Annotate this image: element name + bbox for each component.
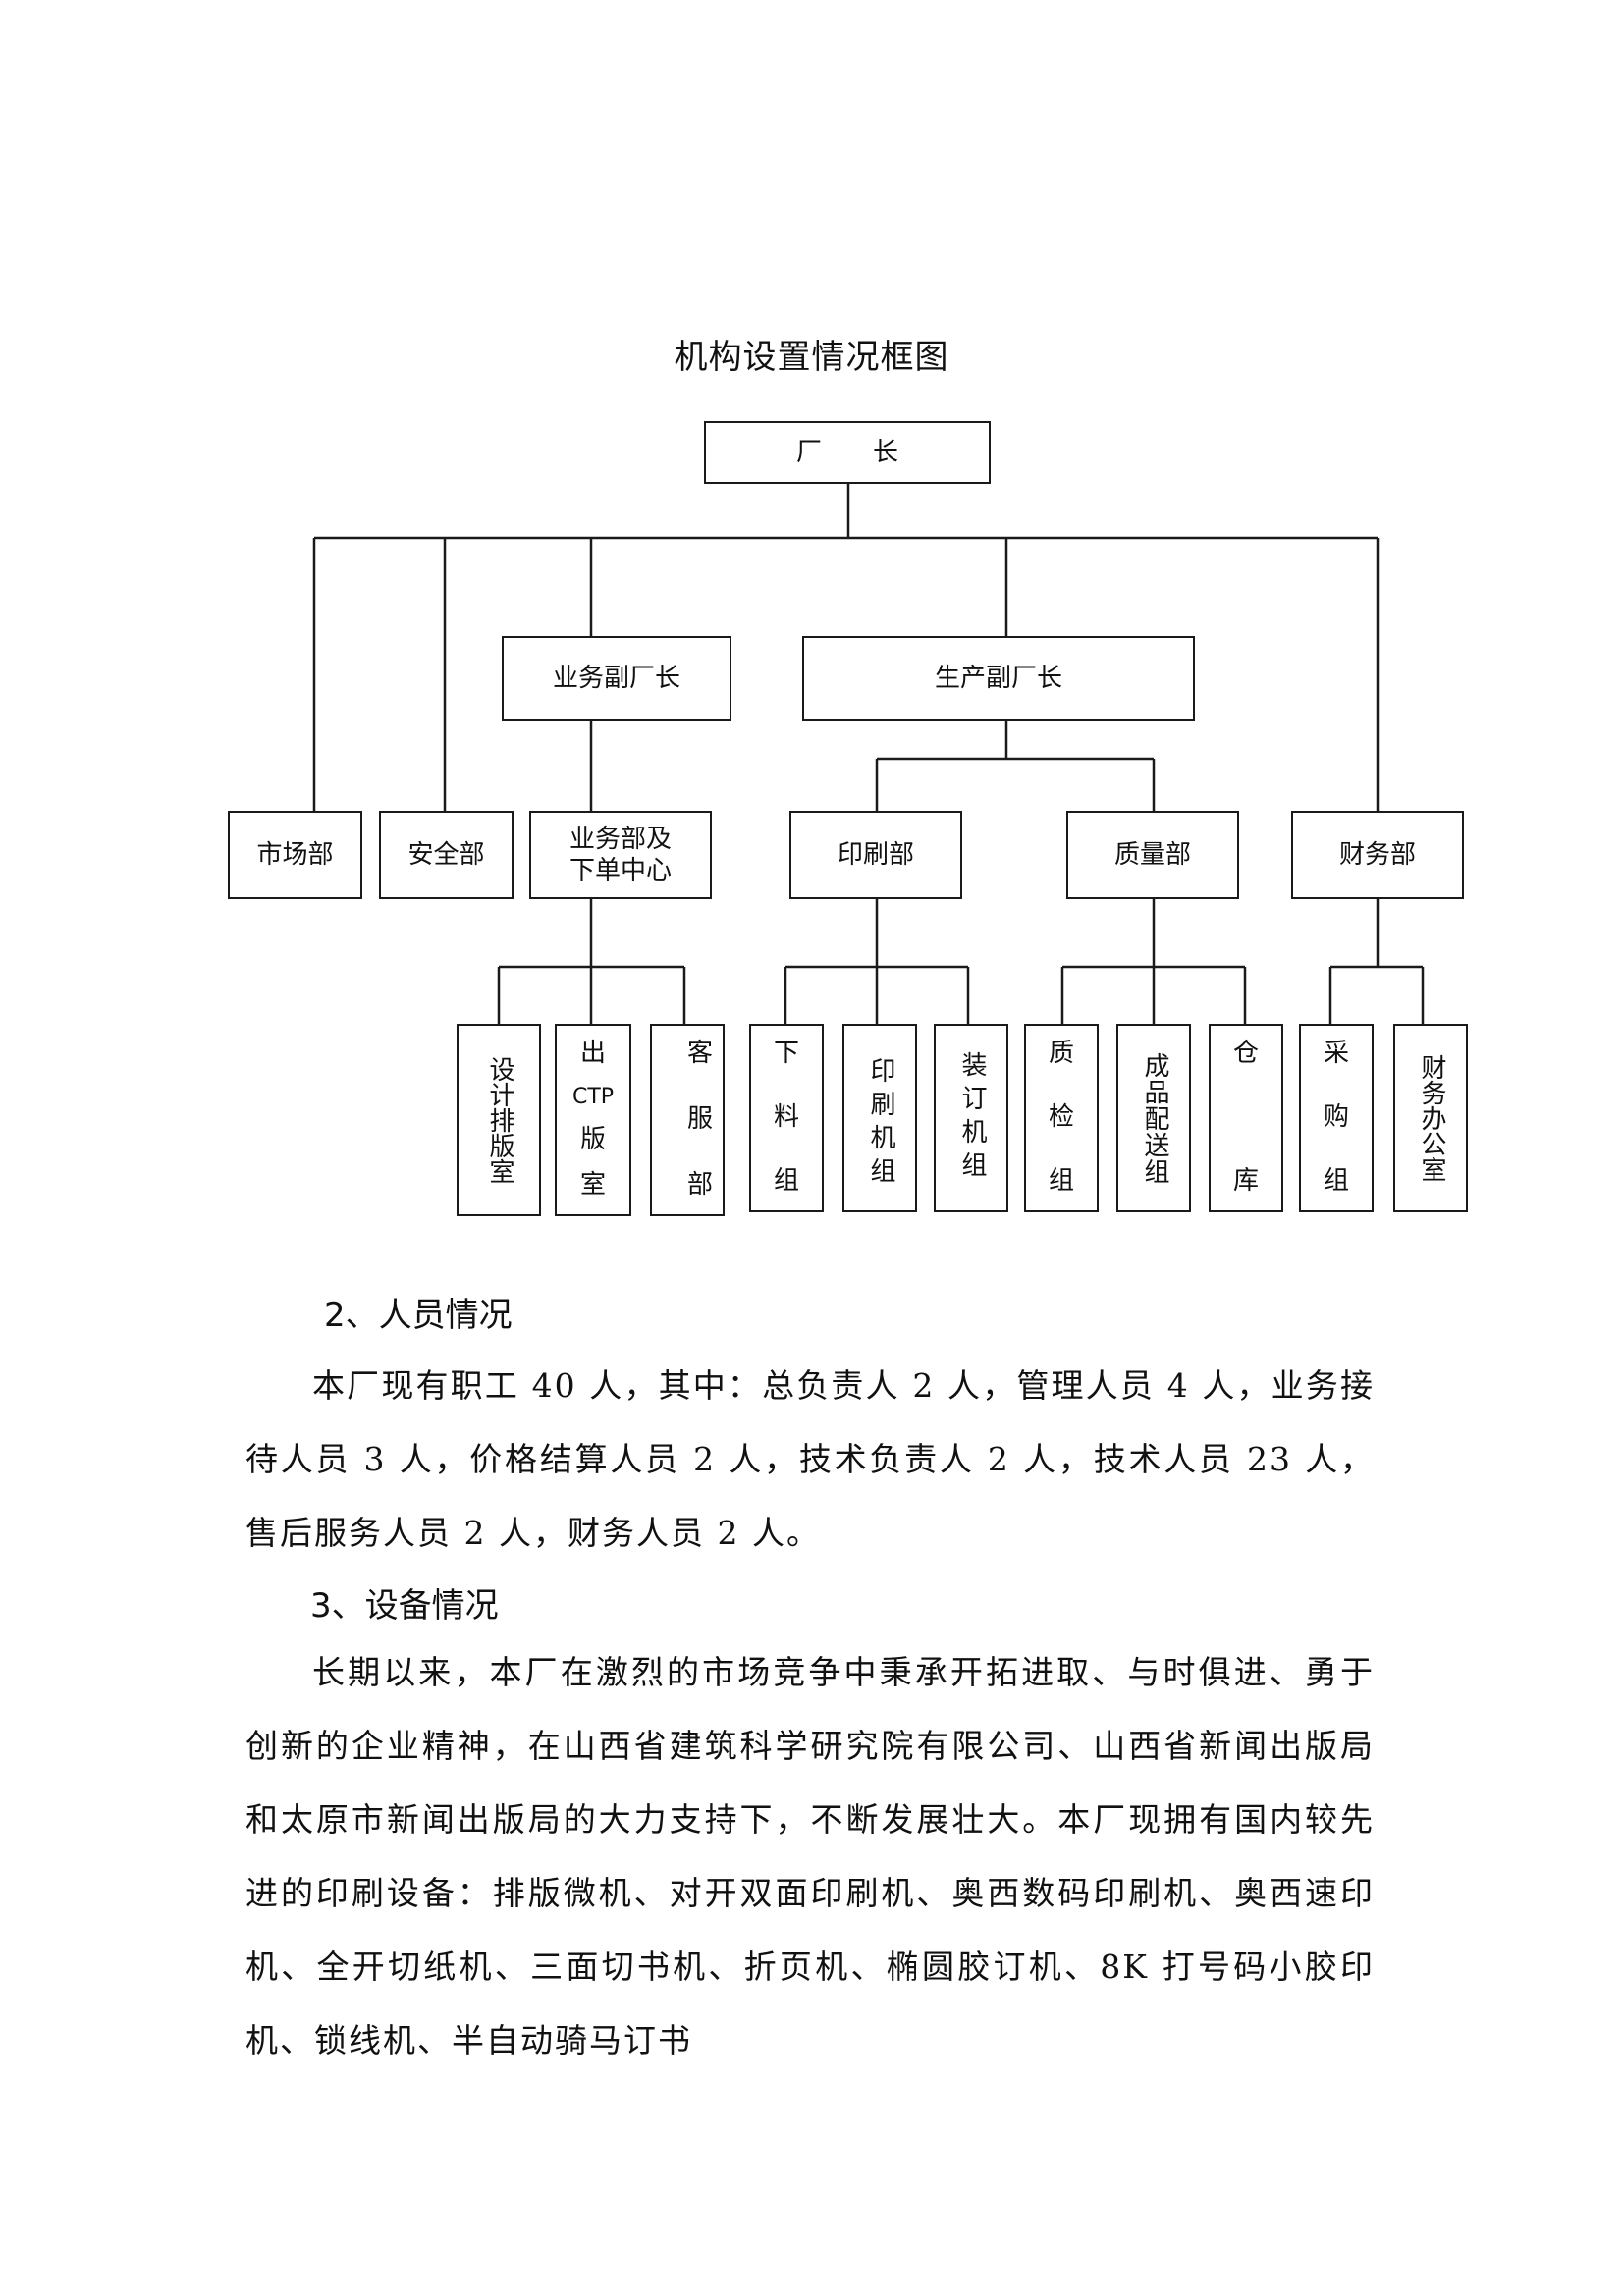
node-binding-text: 装订机组	[956, 1051, 987, 1185]
node-cutting-1: 下	[773, 1039, 799, 1068]
node-inspection-2: 检	[1048, 1102, 1074, 1133]
node-cutting-2: 料	[773, 1102, 799, 1133]
node-ctp-3: 版	[579, 1124, 606, 1154]
node-design: 设计排版室	[457, 1024, 541, 1216]
node-business-vp: 业务副厂长	[502, 636, 731, 721]
node-ctp: 出 CTP 版 室	[555, 1024, 631, 1216]
org-chart-connectors	[312, 484, 1425, 1024]
section-2-heading: 2、人员情况	[324, 1296, 513, 1335]
node-business-dept-line2: 下单中心	[568, 856, 672, 885]
node-business-dept: 业务部及 下单中心	[529, 811, 712, 899]
node-purchase: 采 购 组	[1299, 1024, 1374, 1212]
node-press: 印刷机组	[842, 1024, 917, 1212]
node-finance: 财务部	[1291, 811, 1464, 899]
node-inspection-3: 组	[1048, 1166, 1074, 1197]
page-title: 机构设置情况框图	[674, 338, 949, 377]
node-finance-office-text: 财务办公室	[1416, 1054, 1446, 1182]
node-market: 市场部	[228, 811, 362, 899]
node-inspection-1: 质	[1048, 1039, 1074, 1068]
node-finance-office: 财务办公室	[1393, 1024, 1468, 1212]
section-3-heading: 3、设备情况	[310, 1586, 499, 1626]
node-purchase-1: 采	[1323, 1039, 1349, 1068]
node-warehouse-2: 库	[1232, 1166, 1259, 1197]
node-delivery: 成品配送组	[1116, 1024, 1191, 1212]
node-quality: 质量部	[1066, 811, 1239, 899]
node-purchase-2: 购	[1323, 1102, 1349, 1133]
node-design-text: 设计排版室	[484, 1056, 514, 1184]
node-inspection: 质 检 组	[1024, 1024, 1099, 1212]
node-head: 厂 长	[704, 421, 991, 484]
node-safety: 安全部	[379, 811, 514, 899]
node-cutting-3: 组	[773, 1166, 799, 1197]
node-ctp-2: CTP	[571, 1085, 615, 1110]
node-binding: 装订机组	[934, 1024, 1008, 1212]
node-business-dept-line1: 业务部及	[568, 824, 672, 854]
node-press-text: 印刷机组	[865, 1057, 895, 1191]
node-ctp-4: 室	[579, 1170, 606, 1201]
node-service-1: 客	[686, 1039, 713, 1068]
node-production-vp: 生产副厂长	[802, 636, 1195, 721]
section-2-text: 本厂现有职工 40 人，其中：总负责人 2 人，管理人员 4 人，业务接待人员 …	[245, 1366, 1375, 1552]
section-3-text: 长期以来，本厂在激烈的市场竞争中秉承开拓进取、与时俱进、勇于创新的企业精神，在山…	[245, 1653, 1375, 2059]
node-service-3: 部	[686, 1170, 713, 1201]
node-cutting: 下 料 组	[749, 1024, 824, 1212]
node-printing: 印刷部	[789, 811, 962, 899]
node-purchase-3: 组	[1323, 1166, 1349, 1197]
node-delivery-text: 成品配送组	[1139, 1051, 1169, 1185]
node-warehouse-1: 仓	[1232, 1039, 1259, 1068]
node-service: 客 服 部	[650, 1024, 725, 1216]
node-warehouse: 仓 库	[1209, 1024, 1283, 1212]
node-ctp-1: 出	[579, 1039, 606, 1068]
node-service-2: 服	[686, 1104, 713, 1135]
